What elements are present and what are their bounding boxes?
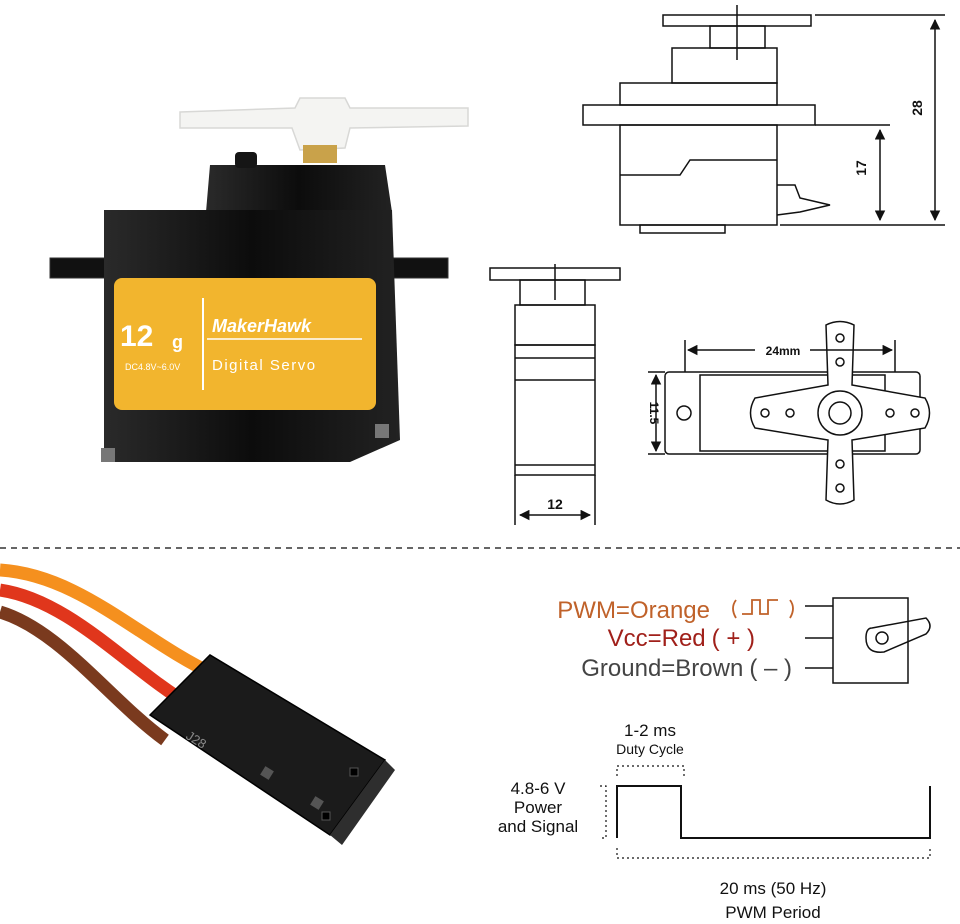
- product-name: Digital Servo: [212, 357, 317, 374]
- dim-body-height: 17: [853, 160, 869, 176]
- pwm-waveform: [616, 785, 931, 839]
- servo-voltage: DC4.8V~6.0V: [125, 362, 180, 372]
- voltage-line2: Power: [514, 798, 563, 817]
- side-view-drawing: [582, 5, 945, 234]
- duty-range: 1-2 ms: [624, 721, 676, 740]
- servo-weight: 12: [120, 320, 153, 353]
- pwm-pulse-icon: [732, 599, 794, 619]
- mount-tab-right: [384, 257, 449, 279]
- wire-orange: [0, 563, 218, 681]
- pwm-guides: [600, 765, 931, 859]
- dim-total-height: 28: [909, 100, 925, 116]
- period-line2: PWM Period: [725, 903, 820, 922]
- wire-red: [0, 583, 194, 711]
- duty-label: Duty Cycle: [616, 741, 684, 757]
- wire-vcc-label: Vcc=Red( + ): [608, 625, 755, 652]
- wire-ground-label: Ground=Brown( – ): [581, 655, 792, 682]
- dim-width: 12: [547, 496, 563, 512]
- voltage-line1: 4.8-6 V: [511, 779, 566, 798]
- dim-length: 24mm: [766, 344, 801, 358]
- period-line1: 20 ms (50 Hz): [720, 879, 827, 898]
- servo-label-panel: [114, 278, 376, 410]
- dim-depth: 11.5: [647, 402, 661, 425]
- servo-weight-unit: g: [172, 332, 183, 352]
- top-view-drawing: [648, 320, 931, 505]
- wire-brown: [0, 605, 169, 746]
- gear-housing: [206, 165, 392, 212]
- wire-pwm-label: PWM=Orange: [557, 597, 710, 624]
- wiring-legend: PWM=Orange Vcc=Red( + ) Ground=Brown( – …: [557, 597, 931, 684]
- brand-name: MakerHawk: [212, 316, 312, 336]
- pwm-signal-diagram: 1-2 ms Duty Cycle 4.8-6 V Power and Sign…: [498, 721, 931, 922]
- servo-photo: 12 g DC4.8V~6.0V MakerHawk Digital Servo: [49, 97, 469, 462]
- connector-housing: [148, 654, 387, 837]
- front-view-drawing: [489, 264, 621, 525]
- servo-symbol: [805, 597, 931, 684]
- connector-photo: J28: [0, 563, 395, 845]
- mount-tab-left: [49, 257, 113, 279]
- output-shaft: [303, 145, 337, 163]
- servo-horn: [179, 97, 469, 151]
- voltage-line3: and Signal: [498, 817, 578, 836]
